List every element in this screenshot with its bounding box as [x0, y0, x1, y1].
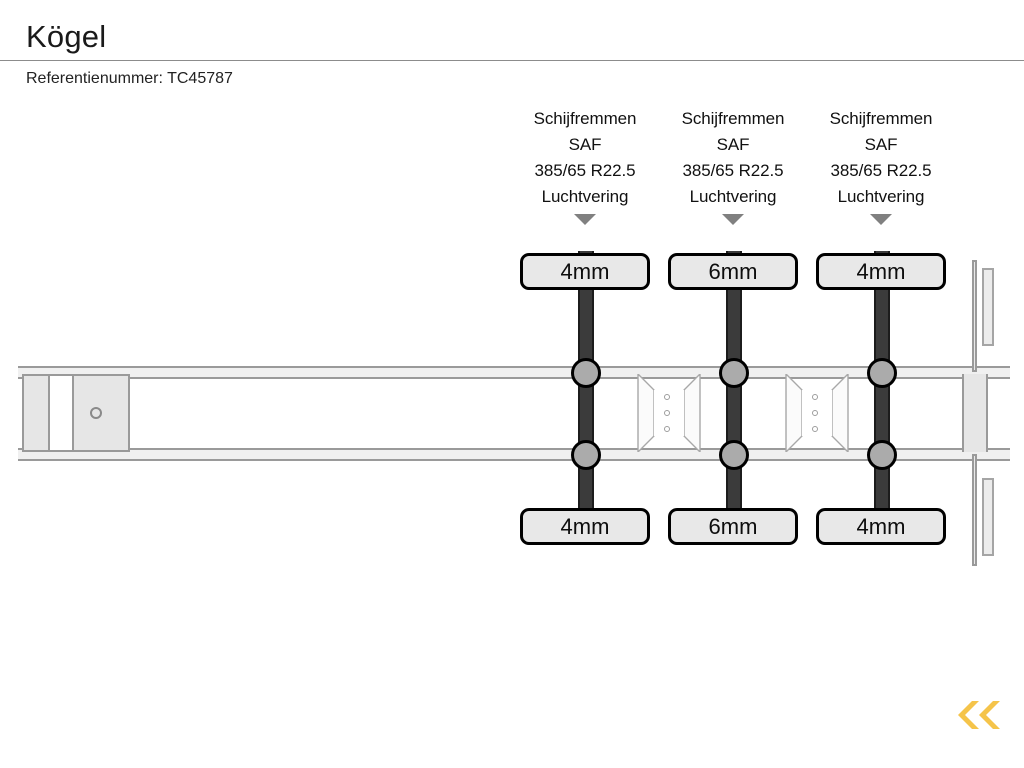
wheel-hub-icon — [571, 358, 601, 388]
bracket-bolt-hole — [664, 426, 670, 432]
axle-assembly-1: 4mm 4mm — [510, 96, 660, 676]
front-neck-gap — [48, 376, 74, 450]
wheel-hub-icon — [571, 440, 601, 470]
triangle-down-icon — [870, 214, 892, 225]
axle-spec-label-3: Schijfremmen SAF 385/65 R22.5 Luchtverin… — [806, 106, 956, 225]
bracket-shape-icon — [785, 373, 849, 453]
tread-depth-badge-axle3-left[interactable]: 4mm — [816, 253, 946, 290]
wheel-hub-icon — [867, 440, 897, 470]
axle-2-tire-size: 385/65 R22.5 — [682, 161, 784, 180]
tread-depth-badge-axle3-right[interactable]: 4mm — [816, 508, 946, 545]
header-divider — [0, 60, 1024, 61]
wheel-hub-icon — [719, 440, 749, 470]
page-title: Kögel — [26, 19, 107, 54]
rear-post — [972, 260, 977, 372]
wheel-hub-icon — [867, 358, 897, 388]
axle-2-brand: SAF — [716, 135, 750, 154]
axle-3-tire-size: 385/65 R22.5 — [830, 161, 932, 180]
axle-1-suspension: Luchtvering — [541, 187, 629, 206]
rear-post — [972, 454, 977, 566]
chassis-frame — [0, 96, 1024, 676]
frame-rail-bottom — [18, 448, 1010, 461]
bracket-bolt-hole — [812, 394, 818, 400]
wheel-hub-icon — [719, 358, 749, 388]
suspension-bracket — [784, 373, 850, 453]
axle-3-brake-type: Schijfremmen — [829, 109, 933, 128]
axle-beam — [874, 251, 890, 541]
page-header: Kögel Referentienummer: TC45787 — [0, 0, 1024, 96]
rear-door-panel — [982, 478, 994, 556]
rear-cross-member — [962, 374, 988, 452]
axle-beam — [726, 251, 742, 541]
axle-spec-label-2: Schijfremmen SAF 385/65 R22.5 Luchtverin… — [658, 106, 808, 225]
double-chevron-left-glyph — [958, 701, 1000, 729]
bracket-bolt-hole — [812, 426, 818, 432]
tread-depth-badge-axle2-left[interactable]: 6mm — [668, 253, 798, 290]
trailer-diagram: Schijfremmen SAF 385/65 R22.5 Luchtverin… — [0, 96, 1024, 676]
axle-spec-label-1: Schijfremmen SAF 385/65 R22.5 Luchtverin… — [510, 106, 660, 225]
kingpin-circle-icon — [90, 407, 102, 419]
axle-3-brand: SAF — [864, 135, 898, 154]
tread-depth-badge-axle2-right[interactable]: 6mm — [668, 508, 798, 545]
triangle-down-icon — [574, 214, 596, 225]
axle-beam — [578, 251, 594, 541]
axle-assembly-3: 4mm 4mm — [806, 96, 956, 676]
axle-1-brake-type: Schijfremmen — [533, 109, 637, 128]
bracket-bolt-hole — [664, 394, 670, 400]
frame-rail-top — [18, 366, 1010, 379]
front-neck-plate — [22, 374, 130, 452]
tread-depth-badge-axle1-left[interactable]: 4mm — [520, 253, 650, 290]
double-chevron-left-icon[interactable] — [950, 698, 1002, 732]
rear-door-panel — [982, 268, 994, 346]
bracket-bolt-hole — [812, 410, 818, 416]
suspension-bracket — [636, 373, 702, 453]
axle-3-suspension: Luchtvering — [837, 187, 925, 206]
axle-2-suspension: Luchtvering — [689, 187, 777, 206]
bracket-bolt-hole — [664, 410, 670, 416]
axle-1-tire-size: 385/65 R22.5 — [534, 161, 636, 180]
axle-2-brake-type: Schijfremmen — [681, 109, 785, 128]
axle-1-brand: SAF — [568, 135, 602, 154]
axle-assembly-2: 6mm 6mm — [658, 96, 808, 676]
triangle-down-icon — [722, 214, 744, 225]
tread-depth-badge-axle1-right[interactable]: 4mm — [520, 508, 650, 545]
reference-number: Referentienummer: TC45787 — [26, 70, 233, 87]
